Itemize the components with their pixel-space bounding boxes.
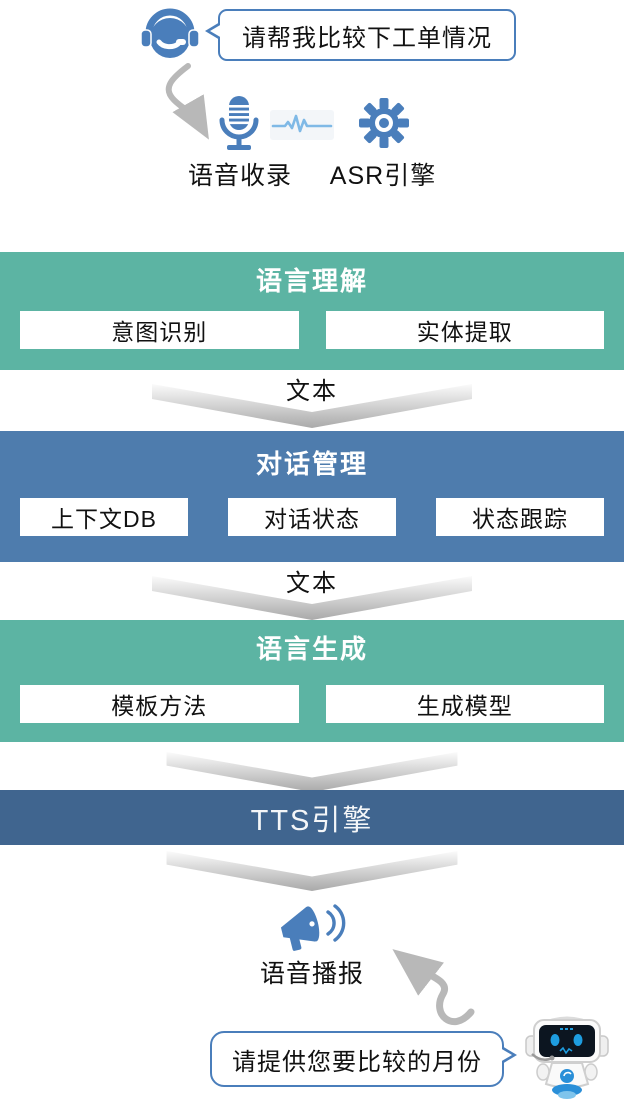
asr-engine-label: ASR引擎 bbox=[329, 162, 437, 190]
bot-reply-bubble: 请提供您要比较的月份 bbox=[210, 1031, 517, 1087]
robot-icon bbox=[525, 1016, 609, 1099]
state-tracking-item: 状态跟踪 bbox=[436, 498, 604, 536]
megaphone-icon bbox=[280, 904, 346, 951]
context-db-item: 上下文DB bbox=[20, 498, 188, 536]
curved-arrow-up-icon bbox=[392, 949, 475, 1026]
nlg-block-title: 语言生成 bbox=[255, 634, 368, 664]
template-method-item: 模板方法 bbox=[20, 685, 299, 723]
intent-recognition-item: 意图识别 bbox=[20, 311, 299, 349]
microphone-icon bbox=[219, 96, 259, 150]
connector-nlg-to-tts bbox=[0, 752, 624, 792]
nlu-block-title: 语言理解 bbox=[255, 266, 368, 296]
connector-tts-to-broadcast bbox=[0, 851, 624, 891]
chevron-down-icon bbox=[166, 851, 458, 891]
waveform-icon bbox=[270, 110, 334, 140]
chevron-down-icon bbox=[152, 576, 472, 620]
user-query-text: 请帮我比较下工单情况 bbox=[242, 24, 492, 52]
dialog-state-item: 对话状态 bbox=[228, 498, 396, 536]
chevron-down-icon bbox=[152, 384, 472, 428]
agent-headset-icon bbox=[140, 8, 200, 58]
connector-text-label: 文本 bbox=[286, 378, 338, 405]
gear-icon bbox=[359, 98, 409, 148]
tts-bar-title: TTS引擎 bbox=[250, 804, 374, 837]
nlu-block-items: 意图识别 实体提取 bbox=[20, 311, 604, 349]
connector-text-label: 文本 bbox=[286, 570, 338, 597]
bubble-tail bbox=[210, 24, 222, 38]
dialog-management-block: 对话管理 上下文DB 对话状态 状态跟踪 bbox=[0, 431, 624, 562]
connector-dm-to-nlg: 文本 bbox=[0, 566, 624, 620]
voice-recording-label: 语音收录 bbox=[187, 162, 292, 190]
user-query-bubble: 请帮我比较下工单情况 bbox=[205, 9, 516, 61]
entity-extraction-item: 实体提取 bbox=[325, 311, 604, 349]
nlg-block: 语言生成 模板方法 生成模型 bbox=[0, 620, 624, 742]
bot-reply-text: 请提供您要比较的月份 bbox=[232, 1048, 482, 1076]
voice-broadcast-label: 语音播报 bbox=[259, 960, 364, 988]
bubble-tail bbox=[500, 1048, 512, 1062]
dm-block-title: 对话管理 bbox=[255, 449, 368, 479]
dm-block-items: 上下文DB 对话状态 状态跟踪 bbox=[20, 498, 604, 536]
chevron-down-icon bbox=[166, 752, 458, 792]
curved-arrow-down-icon bbox=[165, 63, 209, 140]
nlu-block: 语言理解 意图识别 实体提取 bbox=[0, 252, 624, 370]
connector-nlu-to-dm: 文本 bbox=[0, 374, 624, 428]
tts-engine-bar: TTS引擎 bbox=[0, 790, 624, 845]
nlg-block-items: 模板方法 生成模型 bbox=[20, 685, 604, 723]
generation-model-item: 生成模型 bbox=[325, 685, 604, 723]
